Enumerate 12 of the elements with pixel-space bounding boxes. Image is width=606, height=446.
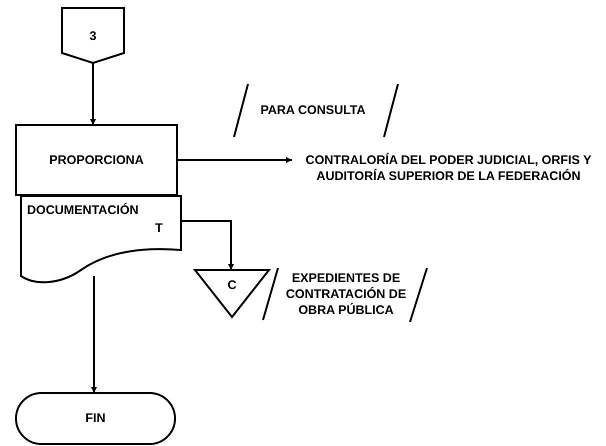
process-label: PROPORCIONA [48, 152, 145, 168]
storage-code: C [226, 277, 238, 293]
connector-number: 3 [88, 28, 98, 44]
document-code: T [154, 220, 164, 236]
document-label: DOCUMENTACIÓN [27, 202, 140, 218]
arrow [181, 220, 234, 270]
arrow [91, 276, 97, 393]
end-label: FIN [84, 410, 107, 426]
recipient-text: CONTRALORÍA DEL PODER JUDICIAL, ORFIS Y AUDITORÍA SUPERIOR DE LA FEDERACIÓN [304, 152, 592, 184]
arrow [177, 157, 292, 163]
storage-caption: EXPEDIENTES DE CONTRATACIÓN DE OBRA PÚBLICA [284, 270, 408, 318]
arrow [90, 63, 96, 125]
